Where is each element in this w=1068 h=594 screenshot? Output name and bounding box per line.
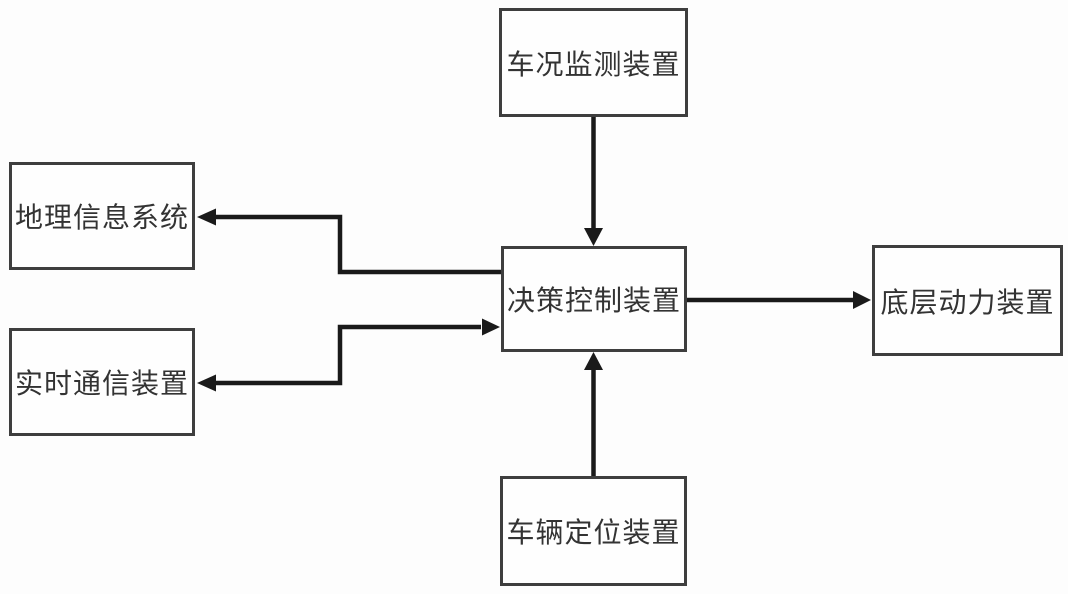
node-label: 车况监测装置 (506, 48, 681, 80)
node-label: 决策控制装置 (506, 285, 681, 316)
node-decision-control-device: 决策控制装置 (501, 246, 687, 352)
edge-decision-to-gis-line (215, 214, 501, 275)
arrowhead-right-icon (853, 291, 871, 309)
edge-comm-to-decision-line (216, 324, 481, 386)
arrowhead-up-icon (584, 352, 603, 370)
arrowhead-right-icon (482, 318, 500, 336)
arrowhead-left-icon (197, 208, 216, 226)
node-label: 底层动力装置 (880, 286, 1055, 318)
arrowhead-left-icon (197, 374, 216, 392)
node-label: 地理信息系统 (14, 202, 189, 233)
node-geographic-info-system: 地理信息系统 (9, 162, 195, 270)
node-vehicle-positioning-device: 车辆定位装置 (500, 476, 687, 586)
node-label: 实时通信装置 (14, 368, 189, 399)
node-vehicle-condition-monitor: 车况监测装置 (499, 8, 688, 117)
arrowhead-down-icon (584, 228, 603, 246)
node-label: 车辆定位装置 (506, 517, 681, 548)
node-realtime-comm-device: 实时通信装置 (9, 328, 195, 436)
node-underlying-power-device: 底层动力装置 (872, 245, 1063, 356)
